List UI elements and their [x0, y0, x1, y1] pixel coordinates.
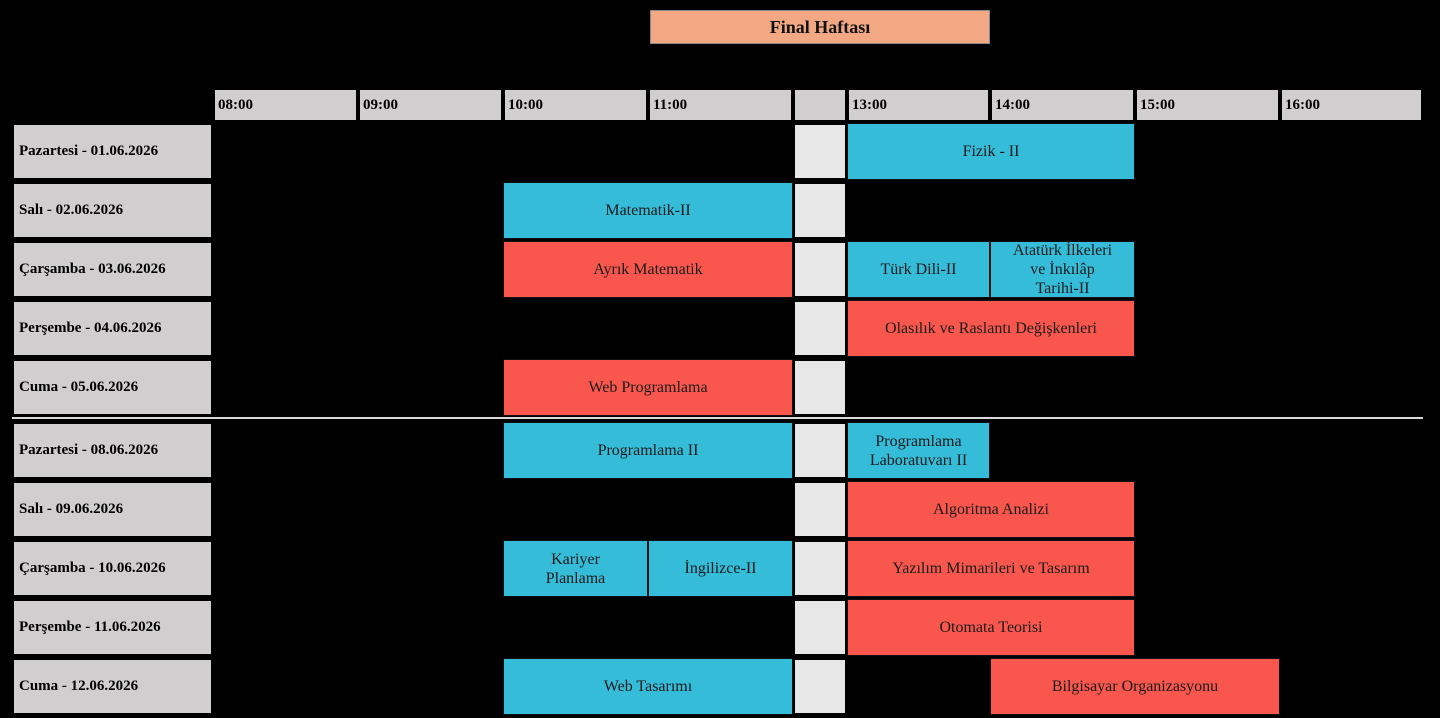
date-cell: Perşembe - 11.06.2026: [12, 599, 213, 656]
time-header-cell: 08:00: [213, 88, 358, 122]
time-header-cell: 16:00: [1280, 88, 1423, 122]
date-cell: Perşembe - 04.06.2026: [12, 300, 213, 357]
time-header-cell: 15:00: [1135, 88, 1280, 122]
lunch-break-cell: [793, 599, 847, 656]
date-cell: Çarşamba - 10.06.2026: [12, 540, 213, 597]
exam-block: Ayrık Matematik: [503, 241, 793, 298]
exam-block: Web Programlama: [503, 359, 793, 416]
exam-block: Bilgisayar Organizasyonu: [990, 658, 1280, 715]
date-cell: Salı - 09.06.2026: [12, 481, 213, 538]
exam-block: Algoritma Analizi: [847, 481, 1135, 538]
lunch-break-cell: [793, 182, 847, 239]
time-header-cell: 11:00: [648, 88, 793, 122]
exam-block: Otomata Teorisi: [847, 599, 1135, 656]
exam-block: Kariyer Planlama: [503, 540, 648, 597]
week-divider-line: [12, 417, 1423, 419]
lunch-break-cell: [793, 540, 847, 597]
lunch-break-cell: [793, 123, 847, 180]
schedule-title: Final Haftası: [650, 10, 990, 44]
date-cell: Salı - 02.06.2026: [12, 182, 213, 239]
exam-block: Fizik - II: [847, 123, 1135, 180]
time-header-cell: 14:00: [990, 88, 1135, 122]
date-cell: Pazartesi - 08.06.2026: [12, 422, 213, 479]
exam-block: Web Tasarımı: [503, 658, 793, 715]
exam-block: Türk Dili-II: [847, 241, 990, 298]
lunch-header-cell: [793, 88, 847, 122]
exam-block: Programlama II: [503, 422, 793, 479]
exam-block: Olasılık ve Raslantı Değişkenleri: [847, 300, 1135, 357]
exam-block: Yazılım Mimarileri ve Tasarım: [847, 540, 1135, 597]
schedule-title-label: Final Haftası: [769, 16, 871, 37]
lunch-break-cell: [793, 359, 847, 416]
lunch-break-cell: [793, 481, 847, 538]
date-cell: Çarşamba - 03.06.2026: [12, 241, 213, 298]
time-header-cell: 10:00: [503, 88, 648, 122]
exam-block: Programlama Laboratuvarı II: [847, 422, 990, 479]
date-cell: Cuma - 05.06.2026: [12, 359, 213, 416]
lunch-break-cell: [793, 241, 847, 298]
lunch-break-cell: [793, 300, 847, 357]
lunch-break-cell: [793, 422, 847, 479]
date-cell: Cuma - 12.06.2026: [12, 658, 213, 715]
time-header-cell: 13:00: [847, 88, 990, 122]
lunch-break-cell: [793, 658, 847, 715]
exam-block: Matematik-II: [503, 182, 793, 239]
time-header-cell: 09:00: [358, 88, 503, 122]
exam-block: Atatürk İlkeleri ve İnkılâp Tarihi-II: [990, 241, 1135, 298]
exam-block: İngilizce-II: [648, 540, 793, 597]
date-cell: Pazartesi - 01.06.2026: [12, 123, 213, 180]
